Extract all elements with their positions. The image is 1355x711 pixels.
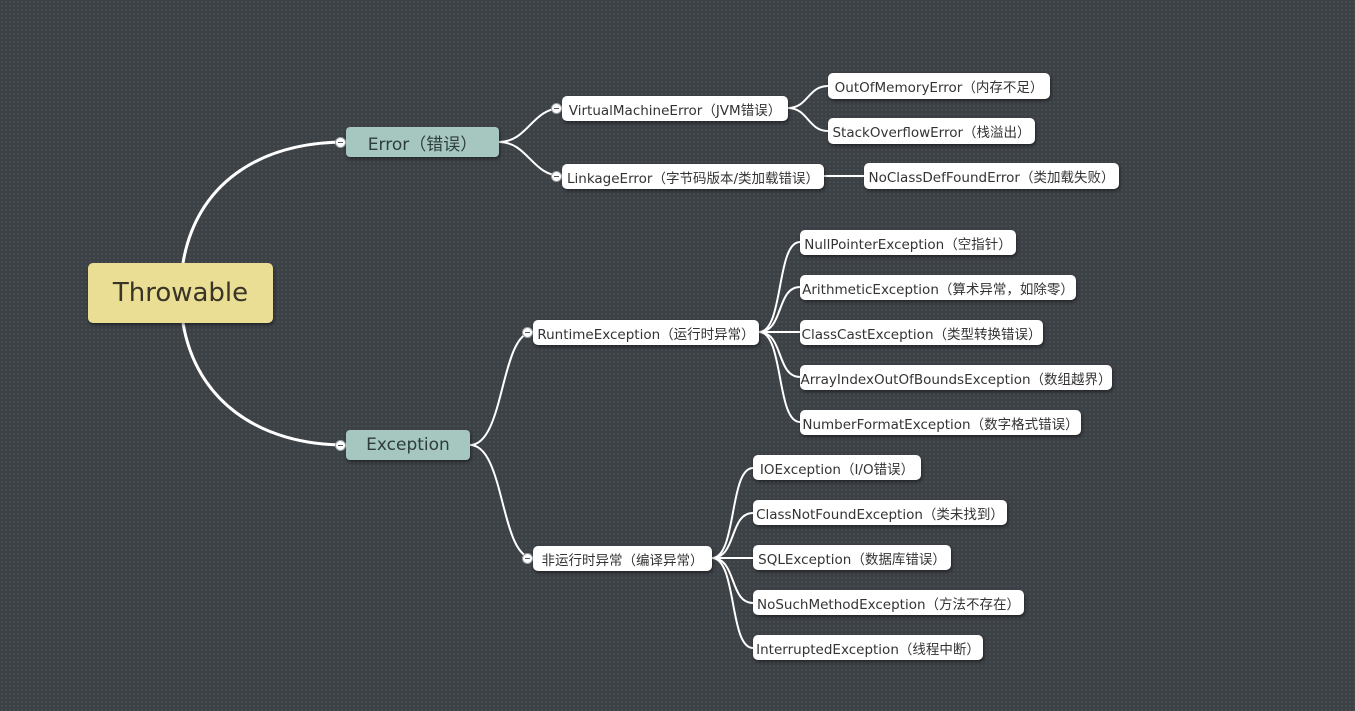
collapse-toggle-checked-exception[interactable]	[522, 553, 533, 564]
root-label: Throwable	[112, 278, 249, 308]
collapse-toggle-exception[interactable]	[335, 440, 346, 451]
node-null-pointer-exception[interactable]: NullPointerException（空指针）	[800, 230, 1016, 255]
node-runtime-exception[interactable]: RuntimeException（运行时异常）	[533, 320, 759, 345]
node-label: StackOverflowError（栈溢出）	[832, 125, 1031, 141]
node-number-format-exception[interactable]: NumberFormatException（数字格式错误）	[800, 410, 1081, 435]
collapse-toggle-error[interactable]	[335, 137, 346, 148]
node-label: InterruptedException（线程中断）	[756, 641, 980, 658]
node-label: ClassCastException（类型转换错误）	[801, 326, 1042, 343]
node-label: LinkageError（字节码版本/类加载错误）	[567, 170, 820, 187]
node-arithmetic-exception[interactable]: ArithmeticException（算术异常，如除零）	[800, 275, 1076, 300]
node-virtual-machine-error[interactable]: VirtualMachineError（JVM错误）	[562, 96, 788, 121]
node-label: 非运行时异常（编译异常）	[541, 552, 704, 569]
node-label: OutOfMemoryError（内存不足）	[834, 80, 1044, 96]
node-sql-exception[interactable]: SQLException（数据库错误）	[753, 545, 951, 570]
node-class-not-found-exception[interactable]: ClassNotFoundException（类未找到）	[753, 500, 1007, 525]
node-label: RuntimeException（运行时异常）	[537, 326, 755, 343]
connector-runtime-nfe	[758, 331, 801, 423]
connector-checked-io	[711, 467, 754, 559]
connector-checked-cnf	[711, 512, 754, 559]
node-error-label: Error（错误）	[367, 134, 478, 155]
node-label: ClassNotFoundException（类未找到）	[756, 506, 1004, 523]
node-label: SQLException（数据库错误）	[758, 551, 946, 568]
node-exception-label: Exception	[366, 435, 450, 455]
connector-root-error	[181, 140, 347, 264]
connector-vme-oom	[787, 85, 829, 109]
node-label: IOException（I/O错误）	[759, 461, 915, 478]
node-array-index-out-of-bounds-exception[interactable]: ArrayIndexOutOfBoundsException（数组越界）	[800, 365, 1112, 390]
node-label: VirtualMachineError（JVM错误）	[568, 102, 782, 119]
node-label: NumberFormatException（数字格式错误）	[802, 416, 1079, 433]
node-label: NullPointerException（空指针）	[804, 236, 1012, 253]
connector-vme-so	[787, 107, 829, 132]
node-interrupted-exception[interactable]: InterruptedException（线程中断）	[753, 635, 983, 660]
node-class-cast-exception[interactable]: ClassCastException（类型转换错误）	[800, 320, 1043, 345]
connector-root-exception	[181, 322, 347, 447]
connector-runtime-aioobe	[758, 331, 801, 378]
node-exception[interactable]: Exception	[346, 430, 470, 460]
node-no-class-def-found-error[interactable]: NoClassDefFoundError（类加载失败）	[864, 163, 1119, 189]
root-node-throwable[interactable]: Throwable	[88, 263, 273, 323]
node-out-of-memory-error[interactable]: OutOfMemoryError（内存不足）	[828, 73, 1050, 99]
node-no-such-method-exception[interactable]: NoSuchMethodException（方法不存在）	[753, 590, 1024, 615]
connector-exception-checked	[469, 444, 534, 559]
node-checked-exception[interactable]: 非运行时异常（编译异常）	[533, 546, 712, 571]
node-error[interactable]: Error（错误）	[346, 127, 499, 157]
connector-runtime-arith	[758, 286, 801, 333]
node-linkage-error[interactable]: LinkageError（字节码版本/类加载错误）	[562, 164, 824, 189]
node-label: NoClassDefFoundError（类加载失败）	[868, 170, 1115, 186]
node-label: ArrayIndexOutOfBoundsException（数组越界）	[800, 371, 1112, 388]
node-stack-overflow-error[interactable]: StackOverflowError（栈溢出）	[828, 118, 1035, 144]
collapse-toggle-runtime-exception[interactable]	[522, 327, 533, 338]
connector-checked-ie	[711, 557, 754, 649]
connector-runtime-npe	[758, 241, 801, 333]
collapse-toggle-linkage-error[interactable]	[551, 171, 562, 182]
connector-exception-runtime	[469, 331, 534, 446]
node-label: NoSuchMethodException（方法不存在）	[756, 596, 1021, 613]
collapse-toggle-virtual-machine-error[interactable]	[551, 103, 562, 114]
node-io-exception[interactable]: IOException（I/O错误）	[753, 455, 921, 480]
connector-checked-nsm	[711, 557, 754, 604]
node-label: ArithmeticException（算术异常，如除零）	[802, 281, 1074, 298]
